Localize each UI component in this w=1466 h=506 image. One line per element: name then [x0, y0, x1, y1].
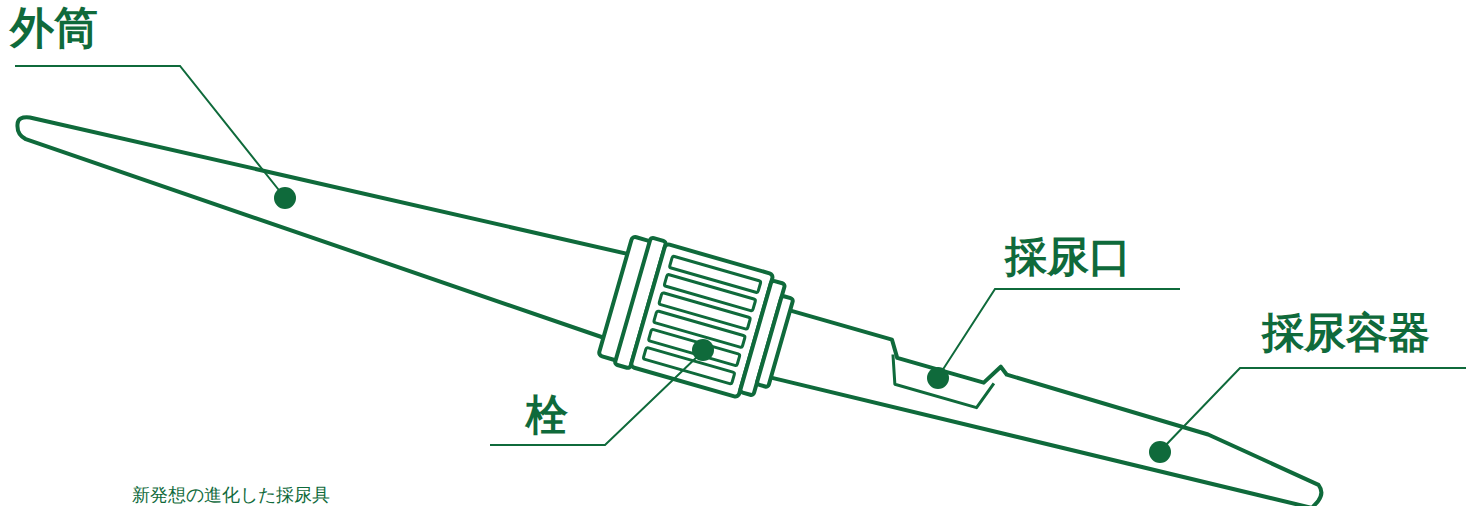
part-name: 外筒 — [10, 4, 98, 52]
part-name: 採尿口 — [1005, 234, 1131, 280]
leader-dot — [927, 367, 949, 389]
part-name: 採尿容器 — [1262, 310, 1430, 356]
leader-dot — [274, 187, 296, 209]
leader-dot — [692, 339, 714, 361]
collection-port — [885, 355, 994, 411]
part-name: 栓 — [526, 392, 568, 438]
leader-line — [940, 289, 1180, 374]
leader-line — [15, 66, 282, 194]
leader-lines — [15, 66, 1466, 448]
urine-container — [767, 306, 1331, 506]
outer-tube — [5, 82, 635, 340]
leader-line — [1163, 368, 1466, 448]
leader-line — [490, 354, 700, 445]
dots — [274, 187, 1171, 463]
leader-dot — [1149, 441, 1171, 463]
caption-text: 新発想の進化した採尿具 — [132, 485, 330, 505]
cap — [597, 232, 799, 406]
